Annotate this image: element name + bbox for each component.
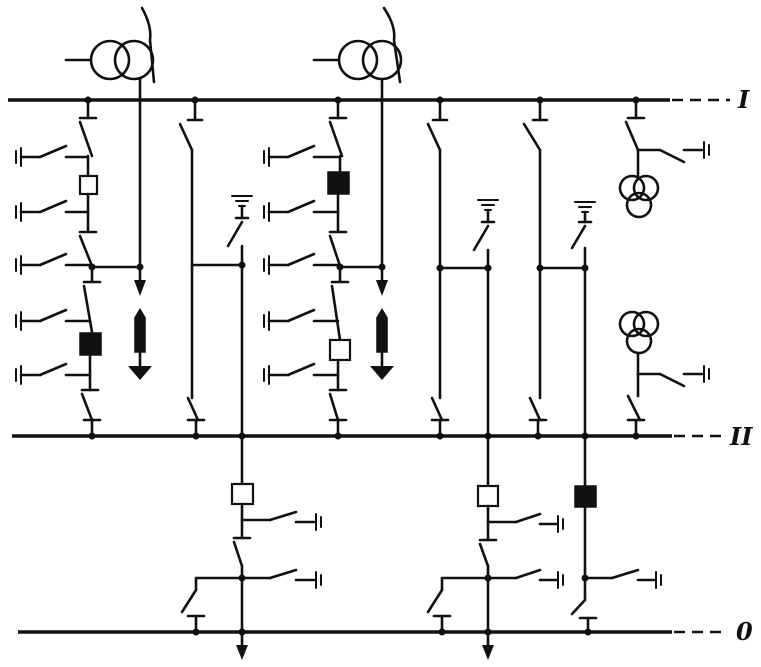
breaker-2-open (328, 338, 352, 362)
earth-switch (15, 308, 92, 331)
bus-1-label: I (737, 85, 750, 114)
breaker-1-open (78, 174, 99, 196)
earth-switch (15, 362, 92, 385)
earth-switch (15, 199, 90, 222)
earth-switch (263, 144, 340, 167)
breaker-4-open (476, 484, 500, 508)
bus-0: 0 (18, 617, 753, 646)
voltage-transformer-1 (618, 96, 710, 219)
bus-2: II (12, 422, 753, 451)
bus-coupler-c (522, 96, 596, 488)
bus-0-label: 0 (736, 617, 753, 646)
earth-switch (15, 144, 90, 167)
outgoing-feeder-3 (570, 485, 662, 636)
breaker-1-closed (79, 332, 102, 356)
arrester-1 (128, 308, 152, 380)
bus-coupler-b (426, 96, 499, 488)
earth-switch (263, 362, 340, 385)
feeder-1 (15, 96, 102, 440)
breaker-2-closed (327, 171, 350, 195)
transformer-2 (312, 6, 403, 296)
earth-switch (15, 252, 94, 275)
breaker-3-open (230, 482, 255, 506)
bus-2-label: II (729, 422, 753, 451)
bus-coupler-a (178, 96, 253, 500)
earth-switch (263, 252, 342, 275)
breaker-5-closed (574, 485, 597, 508)
arrester-2 (370, 308, 394, 380)
outgoing-feeder-1 (180, 482, 322, 660)
transformer-1 (64, 6, 156, 296)
earth-switch (263, 199, 340, 222)
voltage-transformer-2 (618, 310, 710, 440)
earth-switch (263, 308, 340, 331)
outgoing-feeder-2 (426, 484, 564, 660)
feeder-2 (263, 96, 352, 440)
